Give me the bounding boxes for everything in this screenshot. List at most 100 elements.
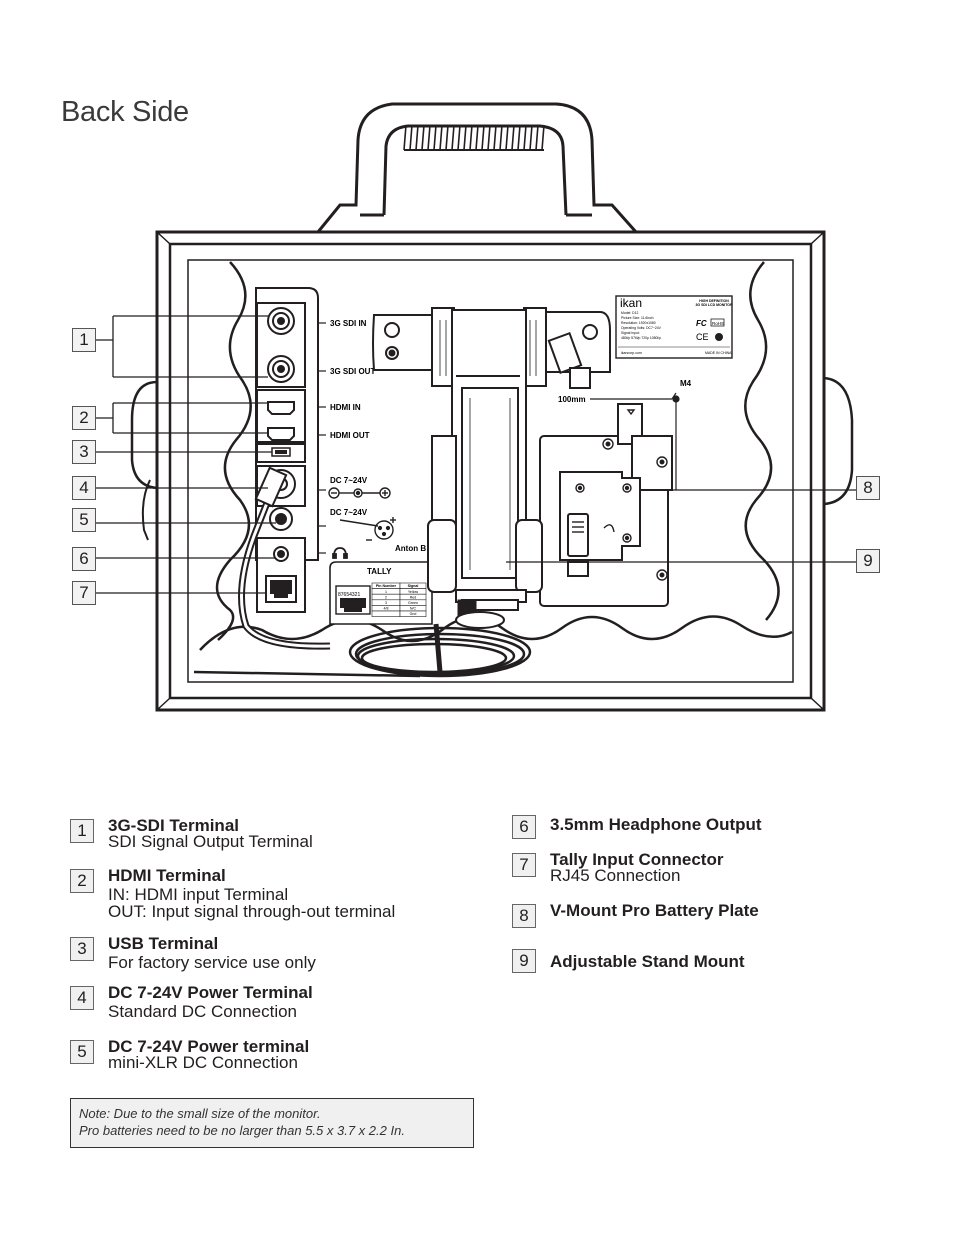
battery-size-note: Note: Due to the small size of the monit… <box>70 1098 474 1148</box>
legend-title: USB Terminal <box>108 934 219 953</box>
bnc-connectors <box>267 307 295 383</box>
note-line: Note: Due to the small size of the monit… <box>79 1106 321 1121</box>
tally-table-text: Red <box>410 595 417 599</box>
legend-desc: mini-XLR DC Connection <box>108 1053 298 1072</box>
port-label-lines <box>319 322 326 554</box>
legend-number: 5 <box>70 1040 94 1064</box>
legend-number: 3 <box>70 937 94 961</box>
rating-label <box>615 295 733 359</box>
legend-number: 1 <box>70 819 94 843</box>
label-sdi-out: 3G SDI OUT <box>330 367 375 376</box>
battery-plate <box>539 403 673 607</box>
legend-number: 2 <box>70 869 94 893</box>
mini-xlr-jack <box>269 507 293 531</box>
tally-pinout-table: Pin Number Signal 1 Yellow 2 Red 3 Green 4/8 N/CG… <box>371 582 427 617</box>
rating-footer: MADE IN CHINA <box>705 351 732 355</box>
label-dc-jack: DC 7~24V <box>330 476 368 485</box>
coiled-cable <box>348 623 532 678</box>
legend-number: 4 <box>70 986 94 1010</box>
headphone-jack <box>273 546 289 562</box>
legend-desc: IN: HDMI input Terminal <box>108 885 289 904</box>
dimension-100mm <box>590 392 680 490</box>
legend-number: 9 <box>512 949 536 973</box>
usb-port <box>271 447 291 457</box>
side-knobs <box>130 376 854 506</box>
tally-table-text: 3 <box>385 601 387 605</box>
callout-2: 2 <box>72 406 96 430</box>
tally-table-text: Gnd <box>410 612 417 616</box>
tally-table-text: 1 <box>385 590 387 594</box>
legend-title: 3G-SDI Terminal <box>108 816 239 835</box>
callout-5: 5 <box>72 508 96 532</box>
legend-title: DC 7-24V Power terminal <box>108 1037 310 1056</box>
xlr-pinout-icon <box>339 517 396 541</box>
label-hdmi-out: HDMI OUT <box>330 431 370 440</box>
handle-grip-texture <box>403 124 545 151</box>
callout-1: 1 <box>72 328 96 352</box>
tally-table-text: N/C <box>410 607 417 611</box>
rating-heading-2: 3G SDI LCD MONITOR <box>695 303 733 307</box>
rj45-port <box>265 575 297 603</box>
stand-mount-shading <box>439 320 537 570</box>
note-line: Pro batteries need to be no larger than … <box>79 1123 405 1138</box>
tally-table-text: 2 <box>385 595 387 599</box>
legend-number: 8 <box>512 904 536 928</box>
legend-title: DC 7-24V Power Terminal <box>108 983 313 1002</box>
tally-pin-numbers: 87654321 <box>338 592 360 598</box>
carry-handle <box>316 102 638 233</box>
monitor-back-diagram: 3G SDI IN 3G SDI OUT HDMI IN HDMI OUT DC… <box>96 102 856 712</box>
cover-wave-left <box>193 261 793 678</box>
rohs-mark: RoHS <box>712 321 724 326</box>
fcc-mark: FC <box>696 319 707 328</box>
legend-desc: RJ45 Connection <box>550 866 681 885</box>
legend-title: 3.5mm Headphone Output <box>550 815 762 834</box>
rating-line-4: Operating Volts: DC7~24V <box>621 326 662 330</box>
legend-title: HDMI Terminal <box>108 866 226 885</box>
tally-table-text: Signal <box>408 584 419 588</box>
legend-title: Adjustable Stand Mount <box>550 952 745 971</box>
tally-table-text: Pin Number <box>376 584 397 588</box>
label-sdi-in: 3G SDI IN <box>330 319 367 328</box>
battery-plate-details <box>572 409 668 581</box>
tally-table-cell <box>371 610 401 617</box>
ce-mark: CE <box>696 332 709 342</box>
headphone-icon <box>332 547 348 559</box>
rating-line-6: 480i/p 576i/p 720p 1080i/p <box>621 336 661 340</box>
callout-4: 4 <box>72 476 96 500</box>
legend-title: V-Mount Pro Battery Plate <box>550 901 759 920</box>
callout-9: 9 <box>856 549 880 573</box>
callout-6: 6 <box>72 547 96 571</box>
tally-table-text: 4/8 <box>384 607 389 611</box>
label-vesa: 100mm <box>558 395 586 404</box>
rating-line-1: Model: D12 <box>621 311 638 315</box>
page-title: Back Side <box>61 96 189 128</box>
label-anton: Anton B <box>395 544 426 553</box>
callout-8: 8 <box>856 476 880 500</box>
label-dc-xlr: DC 7~24V <box>330 508 368 517</box>
legend-desc: For factory service use only <box>108 953 316 972</box>
callout-3: 3 <box>72 440 96 464</box>
label-m4: M4 <box>680 379 692 388</box>
rating-brand: ikan <box>620 296 642 310</box>
tally-title: TALLY <box>367 567 392 576</box>
dc-polarity-icon <box>328 487 391 499</box>
legend-number: 7 <box>512 853 536 877</box>
legend-desc: Standard DC Connection <box>108 1002 298 1021</box>
rating-heading-1: HIGH DEFINITION <box>699 299 729 303</box>
label-hdmi-in: HDMI IN <box>330 403 361 412</box>
callout-leaders <box>96 315 856 594</box>
tally-table-text: Green <box>408 601 418 605</box>
mount-knob <box>455 599 505 629</box>
legend-desc: OUT: Input signal through-out terminal <box>108 902 396 921</box>
stand-mount <box>372 307 611 611</box>
legend-number: 6 <box>512 815 536 839</box>
rating-line-2: Picture Size: 11.6inch <box>621 316 654 320</box>
legend-title: Tally Input Connector <box>550 850 724 869</box>
legend-desc: SDI Signal Output Terminal <box>108 832 313 851</box>
rating-line-5: Signal input: <box>621 331 640 335</box>
rating-website: ikancorp.com <box>621 351 642 355</box>
monitor-frame <box>155 230 826 712</box>
rating-line-3: Resolution: 1920x1080 <box>621 321 656 325</box>
tally-table-text: Yellow <box>408 590 419 594</box>
tally-table-cell <box>399 610 427 617</box>
